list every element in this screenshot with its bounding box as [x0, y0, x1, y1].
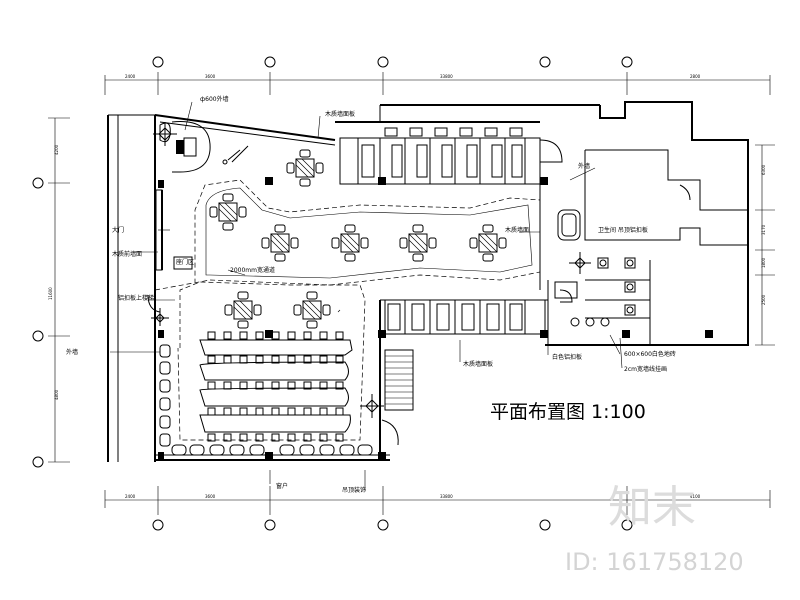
label-aisle-2000: 2000mm宽通道	[230, 266, 275, 274]
label-restroom: 卫生间 吊顶铝扣板	[598, 226, 648, 234]
service-counter	[557, 209, 581, 241]
dim-bottom-1: 2400	[125, 494, 136, 499]
table-5	[399, 224, 437, 262]
label-floor-tile: 600×600白色地砖	[624, 350, 676, 358]
dining-zone-inner	[205, 187, 533, 279]
dim-right-1: 6300	[761, 164, 766, 175]
dim-right-4: 2500	[761, 294, 766, 305]
label-ceiling-decoration: 吊顶装饰	[342, 486, 366, 494]
label-outer-wall-left: 外墙	[66, 348, 78, 356]
dim-left-1: 4200	[54, 144, 59, 155]
dim-left-2: 11600	[48, 287, 53, 300]
table-8	[293, 291, 331, 329]
label-wood-front-wall: 木质前墙面	[112, 250, 142, 258]
booth-seating-top	[339, 127, 541, 185]
label-outer-wall-right: 外墙	[578, 162, 590, 170]
chair-row	[207, 355, 344, 364]
table-2	[209, 193, 247, 231]
label-white-ceiling: 白色铝扣板	[552, 353, 582, 361]
label-outer-wall-600: ф600外墙	[200, 95, 229, 103]
watermark-site: 知末	[608, 482, 696, 533]
dimension-lines	[48, 72, 775, 515]
leader-lines	[110, 101, 623, 490]
label-wood-wall: 木质墙面	[505, 226, 529, 234]
booth-seating-right	[384, 299, 546, 335]
dim-bottom-4: 4100	[690, 494, 701, 499]
plan-title: 平面布置图 1:100	[490, 401, 646, 423]
dim-top-3: 33800	[440, 74, 453, 79]
table-4	[331, 224, 369, 262]
dim-right-3: 1800	[761, 257, 766, 268]
label-wood-wall-panel-top: 木质墙面板	[325, 110, 355, 118]
bottom-sofa-row	[171, 444, 373, 456]
banquet-rows	[199, 331, 353, 442]
dim-top-2: 3600	[205, 74, 216, 79]
label-seating-area: 座门区	[176, 258, 194, 266]
label-wood-wall-panel-lower: 木质墙面板	[463, 360, 493, 368]
table-1	[286, 149, 324, 187]
dim-left-3: 4800	[54, 389, 59, 400]
restroom-fixtures	[554, 257, 636, 327]
dim-bottom-2: 3600	[205, 494, 216, 499]
walls	[107, 101, 749, 462]
dining-zone-boundary-upper	[154, 179, 541, 291]
label-wall-line: 2cm宽墙线挂画	[624, 365, 667, 373]
label-window: 窗户	[276, 482, 288, 490]
dim-right-2: 3170	[761, 224, 766, 235]
plants	[151, 122, 591, 418]
label-stair-ceiling: 铝扣板上楼梯	[118, 294, 154, 302]
dim-top-1: 2400	[125, 74, 136, 79]
table-3	[261, 224, 299, 262]
left-side-seats	[159, 344, 171, 447]
reception-area	[159, 121, 249, 173]
doors	[147, 139, 691, 313]
label-main-entrance: 大门	[112, 226, 124, 234]
dim-bottom-3: 33800	[440, 494, 453, 499]
four-seat-tables	[209, 149, 507, 329]
table-7	[224, 291, 262, 329]
stairs	[381, 349, 414, 446]
dim-top-4: 2800	[690, 74, 701, 79]
axis-bubbles	[32, 56, 633, 531]
table-6	[469, 224, 507, 262]
watermark-id: ID: 161758120	[565, 548, 744, 576]
